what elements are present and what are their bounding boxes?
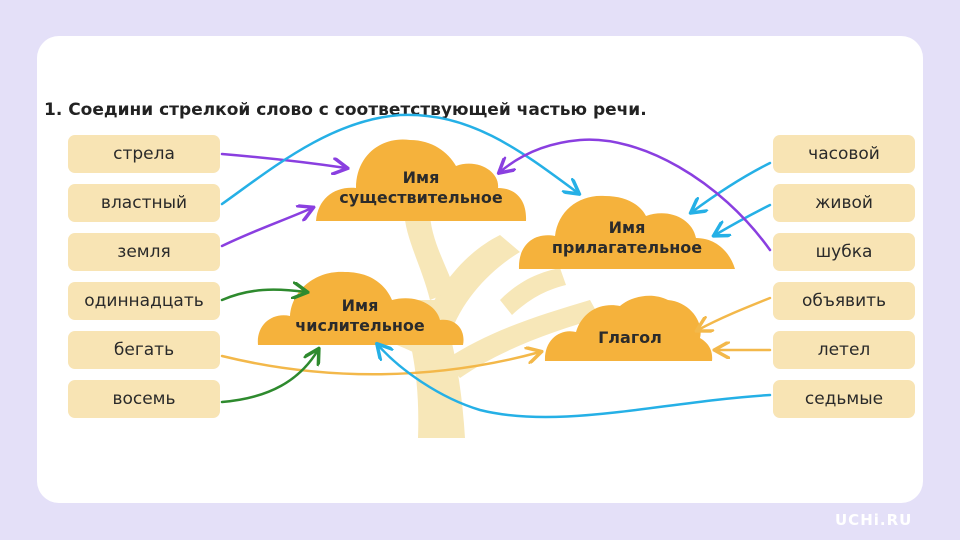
word-box-shubka[interactable]: шубка <box>773 233 915 271</box>
arrow-sedmye <box>378 345 772 419</box>
word-box-zhivoy[interactable]: живой <box>773 184 915 222</box>
arrow-odinnadtsat <box>220 290 306 302</box>
category-numeral-line2: числительное <box>295 316 425 335</box>
arrow-shubka <box>500 138 772 252</box>
cloud-verb <box>544 295 713 361</box>
word-box-obyavit[interactable]: объявить <box>773 282 915 320</box>
word-box-vlastny[interactable]: властный <box>68 184 220 222</box>
arrow-zhivoy <box>715 203 772 235</box>
word-box-vosem[interactable]: восемь <box>68 380 220 418</box>
category-verb-line1: Глагол <box>598 328 662 347</box>
category-noun-line2: существительное <box>339 188 503 207</box>
category-numeral-line1: Имя <box>341 296 379 315</box>
word-box-zemlya[interactable]: земля <box>68 233 220 271</box>
category-adjective-label: Имя прилагательное <box>524 218 730 258</box>
category-numeral-label: Имя числительное <box>262 296 458 336</box>
arrow-begat <box>220 352 540 376</box>
word-box-letel[interactable]: летел <box>773 331 915 369</box>
arrow-zemlya <box>220 208 312 248</box>
arrow-strela <box>220 152 346 168</box>
word-box-chasovoy[interactable]: часовой <box>773 135 915 173</box>
category-adjective-line1: Имя <box>608 218 646 237</box>
category-noun-line1: Имя <box>402 168 440 187</box>
category-adjective-line2: прилагательное <box>551 238 703 257</box>
word-box-begat[interactable]: бегать <box>68 331 220 369</box>
cloud-noun <box>316 139 527 221</box>
cloud-adjective <box>518 195 735 269</box>
arrow-obyavit <box>698 296 772 330</box>
arrow-vosem <box>220 350 318 404</box>
category-noun-label: Имя существительное <box>318 168 524 208</box>
task-heading: 1. Соедини стрелкой слово с соответствую… <box>44 100 647 120</box>
category-verb-label: Глагол <box>570 328 690 348</box>
word-box-sedmye[interactable]: седьмые <box>773 380 915 418</box>
word-box-strela[interactable]: стрела <box>68 135 220 173</box>
word-box-odinnadtsat[interactable]: одиннадцать <box>68 282 220 320</box>
uchi-logo: UCHi.RU <box>835 511 913 529</box>
arrow-chasovoy <box>692 161 772 212</box>
